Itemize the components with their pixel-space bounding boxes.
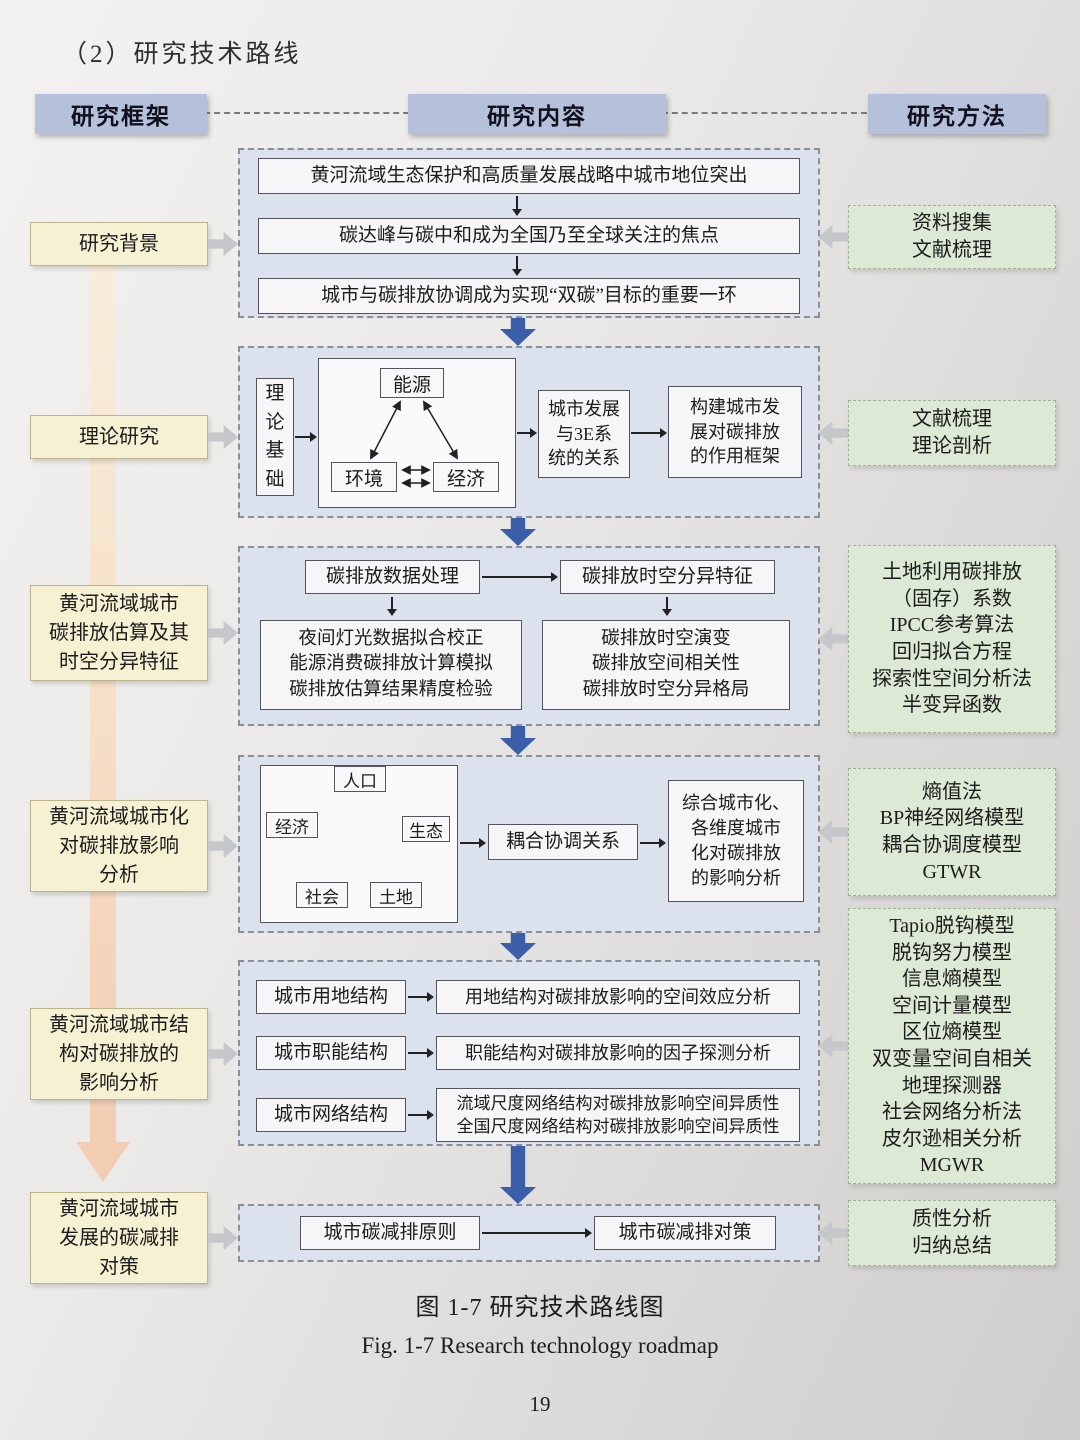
dimension-population: 人口 [334,766,386,792]
figure-caption-en: Fig. 1-7 Research technology roadmap [361,1333,719,1358]
right-arrow-icon [640,838,666,848]
column-header-methods: 研究方法 [868,94,1046,134]
framework-urbanization: 黄河流域城市化 对碳排放影响 分析 [30,800,208,892]
methods-to-content-arrow-icon [818,627,848,651]
methods-to-content-arrow-icon [818,421,848,445]
background-step-2: 碳达峰与碳中和成为全国乃至全球关注的焦点 [258,218,800,254]
methods-urbanization: 熵值法 BP神经网络模型 耦合协调度模型 GTWR [848,768,1056,896]
methods-structure: Tapio脱钩模型 脱钩努力模型 信息熵模型 空间计量模型 区位熵模型 双变量空… [848,908,1056,1184]
framework-background: 研究背景 [30,222,208,266]
framework-to-content-arrow-icon [208,621,238,645]
framework-theory: 理论研究 [30,415,208,459]
estimation-process-detail: 夜间灯光数据拟合校正 能源消费碳排放计算模拟 碳排放估算结果精度检验 [260,620,522,710]
flow-down-arrow-icon [500,318,536,346]
countermeasure-strategy-box: 城市碳减排对策 [594,1216,776,1250]
column-header-content: 研究内容 [408,94,666,134]
right-arrow-icon [408,1048,434,1058]
framework-to-content-arrow-icon [208,834,238,858]
theory-relation-box: 城市发展 与3E系 统的关系 [538,390,630,478]
figure-caption-zh: 图 1-7 研究技术路线图 [415,1294,665,1321]
framework-to-content-arrow-icon [208,425,238,449]
structure-land-desc: 用地结构对碳排放影响的空间效应分析 [436,980,800,1014]
structure-land-box: 城市用地结构 [256,980,406,1014]
structure-network-box: 城市网络结构 [256,1098,406,1132]
framework-to-content-arrow-icon [208,1226,238,1250]
right-arrow-icon [295,432,317,442]
framework-structure: 黄河流域城市结 构对碳排放的 影响分析 [30,1008,208,1100]
flow-down-arrow-icon [500,518,536,546]
flow-down-arrow-icon [500,726,536,755]
three-e-energy: 能源 [380,368,444,398]
theory-base-box: 理论基础 [256,378,294,496]
three-e-environment: 环境 [331,462,397,492]
flow-down-arrow-icon [500,933,536,960]
urbanization-analysis-box: 综合城市化、 各维度城市 化对碳排放 的影响分析 [668,780,804,902]
methods-estimation: 土地利用碳排放 （固存）系数 IPCC参考算法 回归拟合方程 探索性空间分析法 … [848,545,1056,733]
countermeasure-principle-box: 城市碳减排原则 [300,1216,480,1250]
right-arrow-icon [631,428,667,438]
structure-function-desc: 职能结构对碳排放影响的因子探测分析 [436,1036,800,1070]
section-heading: （2）研究技术路线 [62,41,302,68]
right-arrow-icon [460,838,486,848]
coupling-box: 耦合协调关系 [488,824,638,860]
framework-flow-arrow-shaft [90,252,116,1142]
methods-to-content-arrow-icon [818,820,848,844]
structure-function-box: 城市职能结构 [256,1036,406,1070]
framework-estimation: 黄河流域城市 碳排放估算及其 时空分异特征 [30,585,208,681]
estimation-process-box: 碳排放数据处理 [305,560,480,594]
down-arrow-icon [387,597,397,616]
estimation-feature-detail: 碳排放时空演变 碳排放空间相关性 碳排放时空分异格局 [542,620,790,710]
flow-down-arrow-icon [500,1146,536,1204]
methods-background: 资料搜集 文献梳理 [848,205,1056,269]
methods-to-content-arrow-icon [818,1221,848,1245]
down-arrow-icon [662,597,672,616]
framework-flow-arrow-head-icon [76,1142,130,1182]
right-arrow-icon [408,992,434,1002]
three-e-economy: 经济 [433,462,499,492]
down-arrow-icon [512,196,522,216]
dimension-economy: 经济 [266,812,318,838]
framework-to-content-arrow-icon [208,232,238,256]
three-e-relation-arrows [370,400,458,488]
theory-framework-box: 构建城市发 展对碳排放 的作用框架 [668,386,802,478]
right-arrow-icon [408,1110,434,1120]
dimension-society: 社会 [296,882,348,908]
methods-countermeasure: 质性分析 归纳总结 [848,1200,1056,1266]
down-arrow-icon [512,256,522,276]
column-header-framework: 研究框架 [35,94,207,134]
page-number: 19 [529,1391,551,1416]
structure-network-desc: 流域尺度网络结构对碳排放影响空间异质性 全国尺度网络结构对碳排放影响空间异质性 [436,1088,800,1142]
right-arrow-icon [482,1228,592,1238]
dimension-land: 土地 [370,882,422,908]
framework-to-content-arrow-icon [208,1042,238,1066]
framework-countermeasure: 黄河流域城市 发展的碳减排 对策 [30,1192,208,1284]
background-step-1: 黄河流域生态保护和高质量发展战略中城市地位突出 [258,158,800,194]
estimation-feature-box: 碳排放时空分异特征 [560,560,775,594]
right-arrow-icon [517,428,537,438]
methods-to-content-arrow-icon [818,1034,848,1058]
methods-to-content-arrow-icon [818,225,848,249]
dimension-ecology: 生态 [402,816,450,842]
right-arrow-icon [482,572,558,582]
methods-theory: 文献梳理 理论剖析 [848,400,1056,466]
background-step-3: 城市与碳排放协调成为实现“双碳”目标的重要一环 [258,278,800,314]
theory-base-label: 理论基础 [265,383,285,490]
